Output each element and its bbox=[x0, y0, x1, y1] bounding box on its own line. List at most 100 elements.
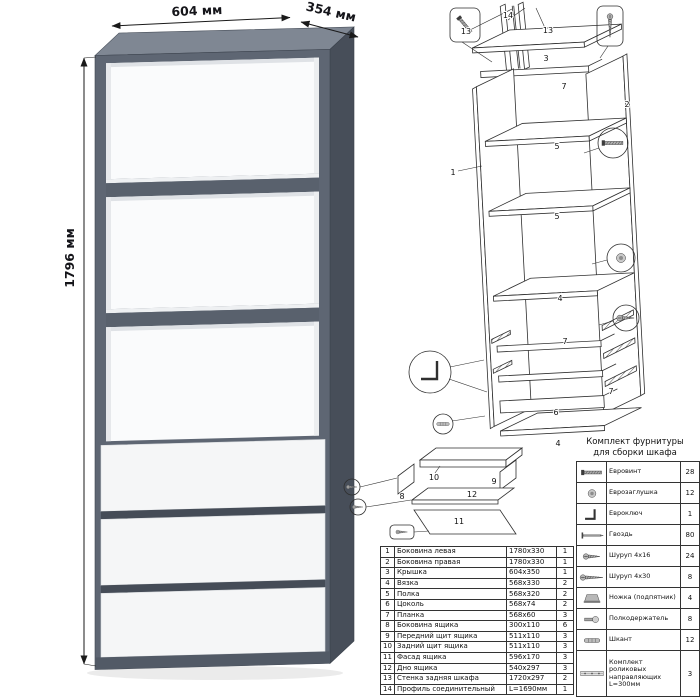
dowel-icon bbox=[436, 422, 450, 426]
callout-circle bbox=[432, 413, 454, 435]
table-row: Евроключ 1 bbox=[576, 503, 700, 525]
part-number-callout: 7 bbox=[562, 337, 567, 346]
callout-circle bbox=[597, 127, 629, 159]
shelf-edge bbox=[106, 173, 319, 184]
table-row: Шуруп 4х16 24 bbox=[576, 545, 700, 567]
plug-icon bbox=[616, 253, 626, 263]
drawer-front-3 bbox=[100, 587, 326, 658]
part-number-callout: 5 bbox=[554, 212, 559, 221]
strip-board bbox=[480, 65, 590, 78]
part-number-callout: 11 bbox=[454, 517, 464, 526]
cabinet-illustration bbox=[87, 26, 355, 680]
drawer-front-board bbox=[499, 459, 517, 491]
plinth bbox=[95, 651, 330, 670]
width-dimension-line bbox=[111, 14, 291, 30]
dimension-height-label: 1796 мм bbox=[62, 228, 77, 288]
table-row: Еврозаглушка 12 bbox=[576, 482, 700, 504]
part-number-callout: 1 bbox=[450, 168, 455, 177]
euroscrew-icon bbox=[580, 469, 602, 475]
part-number-callout: 12 bbox=[467, 490, 477, 499]
drawer-bottom-board bbox=[410, 487, 516, 501]
part-number-callout: 2 bbox=[624, 100, 629, 109]
drawer-assembly-diagram bbox=[343, 447, 524, 540]
depth-dimension-line bbox=[300, 20, 359, 39]
assembly-diagram bbox=[408, 1, 646, 437]
screw-short-icon bbox=[582, 552, 600, 560]
table-row: Полкодержатель 8 bbox=[576, 608, 700, 630]
part-number-callout: 14 bbox=[503, 11, 513, 20]
shelf-pin-icon bbox=[583, 615, 599, 623]
roller-guide bbox=[604, 365, 637, 388]
part-number-callout: 9 bbox=[491, 477, 496, 486]
shelf-compartment bbox=[106, 321, 319, 442]
part-number-callout: 4 bbox=[555, 439, 560, 448]
roller-guide bbox=[603, 337, 636, 360]
roller-guide bbox=[492, 359, 513, 374]
part-number-callout: 8 bbox=[399, 492, 404, 501]
plinth-board bbox=[499, 395, 605, 414]
part-number-callout: 4 bbox=[557, 294, 562, 303]
roller-guide bbox=[491, 329, 511, 344]
drawer-back-board bbox=[418, 447, 524, 461]
part-number-callout: 10 bbox=[429, 473, 439, 482]
table-row: Шкант 12 bbox=[576, 629, 700, 651]
dimensions bbox=[80, 14, 359, 667]
part-number-callout: 7 bbox=[608, 387, 613, 396]
hardware-kit-title: Комплект фурнитуры для сборки шкафа bbox=[586, 437, 684, 458]
dowel-icon bbox=[583, 637, 600, 643]
table-row: Ножка (подпятник) 4 bbox=[576, 587, 700, 609]
callout-circle bbox=[606, 243, 636, 273]
hexkey-icon bbox=[583, 507, 596, 520]
table-row: Гвоздь 80 bbox=[576, 524, 700, 546]
diagram-callouts: 14 13 13 3 7 2 1 5 5 4 7 7 6 4 10 8 9 12… bbox=[398, 10, 630, 527]
screw-icon bbox=[395, 529, 408, 535]
part-number-callout: 13 bbox=[461, 27, 471, 36]
callout-circle bbox=[612, 304, 640, 332]
table-row: Евровинт 28 bbox=[576, 461, 700, 483]
part-number-callout: 5 bbox=[554, 142, 559, 151]
part-number-callout: 7 bbox=[561, 82, 566, 91]
drawer-side-board bbox=[397, 463, 415, 495]
cabinet-shadow bbox=[87, 666, 343, 680]
drawer-front-1 bbox=[100, 439, 326, 512]
hexkey-icon bbox=[421, 361, 439, 381]
callout-box bbox=[596, 5, 624, 47]
foot-icon bbox=[582, 593, 601, 603]
strip-board bbox=[498, 370, 604, 383]
dimension-width-label: 604 мм bbox=[171, 2, 222, 19]
part-number-callout: 13 bbox=[543, 26, 553, 35]
drawer-front-2 bbox=[100, 513, 326, 586]
shelf-compartment bbox=[106, 57, 319, 180]
part-number-callout: 6 bbox=[553, 408, 558, 417]
cabinet-front-face bbox=[94, 49, 331, 670]
screw-long-icon bbox=[579, 573, 603, 581]
screw-icon bbox=[352, 504, 364, 510]
drawer-facade-board bbox=[413, 509, 517, 535]
shelf-edge bbox=[106, 303, 319, 314]
cabinet-side-face bbox=[329, 26, 355, 665]
shelf-compartment bbox=[106, 191, 319, 310]
callout-circle bbox=[408, 350, 452, 394]
plug-icon bbox=[587, 488, 596, 498]
strip-board bbox=[496, 340, 602, 353]
part-number-callout: 3 bbox=[543, 54, 548, 63]
dimension-depth-label: 354 мм bbox=[305, 0, 358, 25]
rail-icon bbox=[579, 670, 604, 677]
